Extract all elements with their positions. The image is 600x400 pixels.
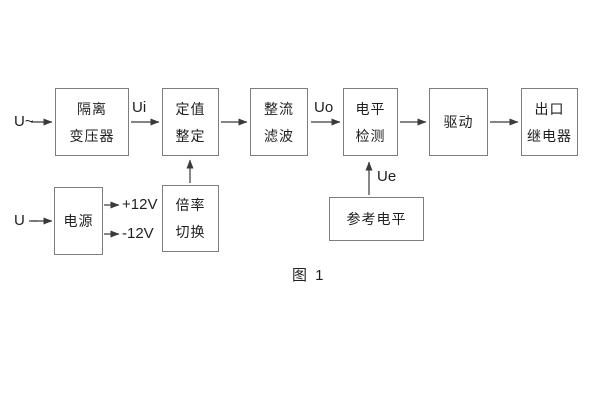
label-plus-12v: +12V bbox=[122, 196, 158, 213]
block-drive: 驱动 bbox=[429, 88, 488, 156]
block-label: 切换 bbox=[175, 224, 206, 240]
block-level-detect: 电平 检测 bbox=[343, 88, 398, 156]
block-label: 驱动 bbox=[443, 114, 474, 130]
label-input-ac: U~ bbox=[14, 113, 34, 130]
block-label: 参考电平 bbox=[346, 211, 407, 227]
block-label: 继电器 bbox=[527, 127, 572, 144]
block-power-supply: 电源 bbox=[54, 187, 103, 255]
block-rectifier-filter: 整流 滤波 bbox=[250, 88, 308, 156]
block-setting-adjust: 定值 整定 bbox=[162, 88, 219, 156]
block-output-relay: 出口 继电器 bbox=[521, 88, 578, 156]
label-input-dc: U – bbox=[14, 212, 38, 229]
label-ui: Ui bbox=[132, 99, 147, 116]
block-reference-level: 参考电平 bbox=[329, 197, 424, 241]
block-isolation-transformer: 隔离 变压器 bbox=[55, 88, 129, 156]
block-label: 隔离 bbox=[77, 100, 107, 117]
block-label: 整定 bbox=[175, 127, 206, 144]
block-label: 电平 bbox=[355, 100, 386, 117]
label-uo: Uo bbox=[314, 99, 334, 116]
block-label: 检测 bbox=[355, 127, 386, 144]
figure-caption: 图 1 bbox=[292, 267, 326, 284]
block-ratio-switch: 倍率 切换 bbox=[162, 185, 219, 252]
label-ue: Ue bbox=[377, 168, 397, 185]
block-label: 变压器 bbox=[69, 127, 115, 144]
label-minus-12v: -12V bbox=[122, 225, 154, 242]
block-label: 电源 bbox=[63, 213, 94, 229]
block-label: 定值 bbox=[175, 100, 206, 117]
block-label: 出口 bbox=[534, 100, 565, 117]
block-label: 整流 bbox=[264, 100, 294, 117]
block-label: 倍率 bbox=[175, 197, 206, 213]
block-label: 滤波 bbox=[264, 127, 294, 144]
